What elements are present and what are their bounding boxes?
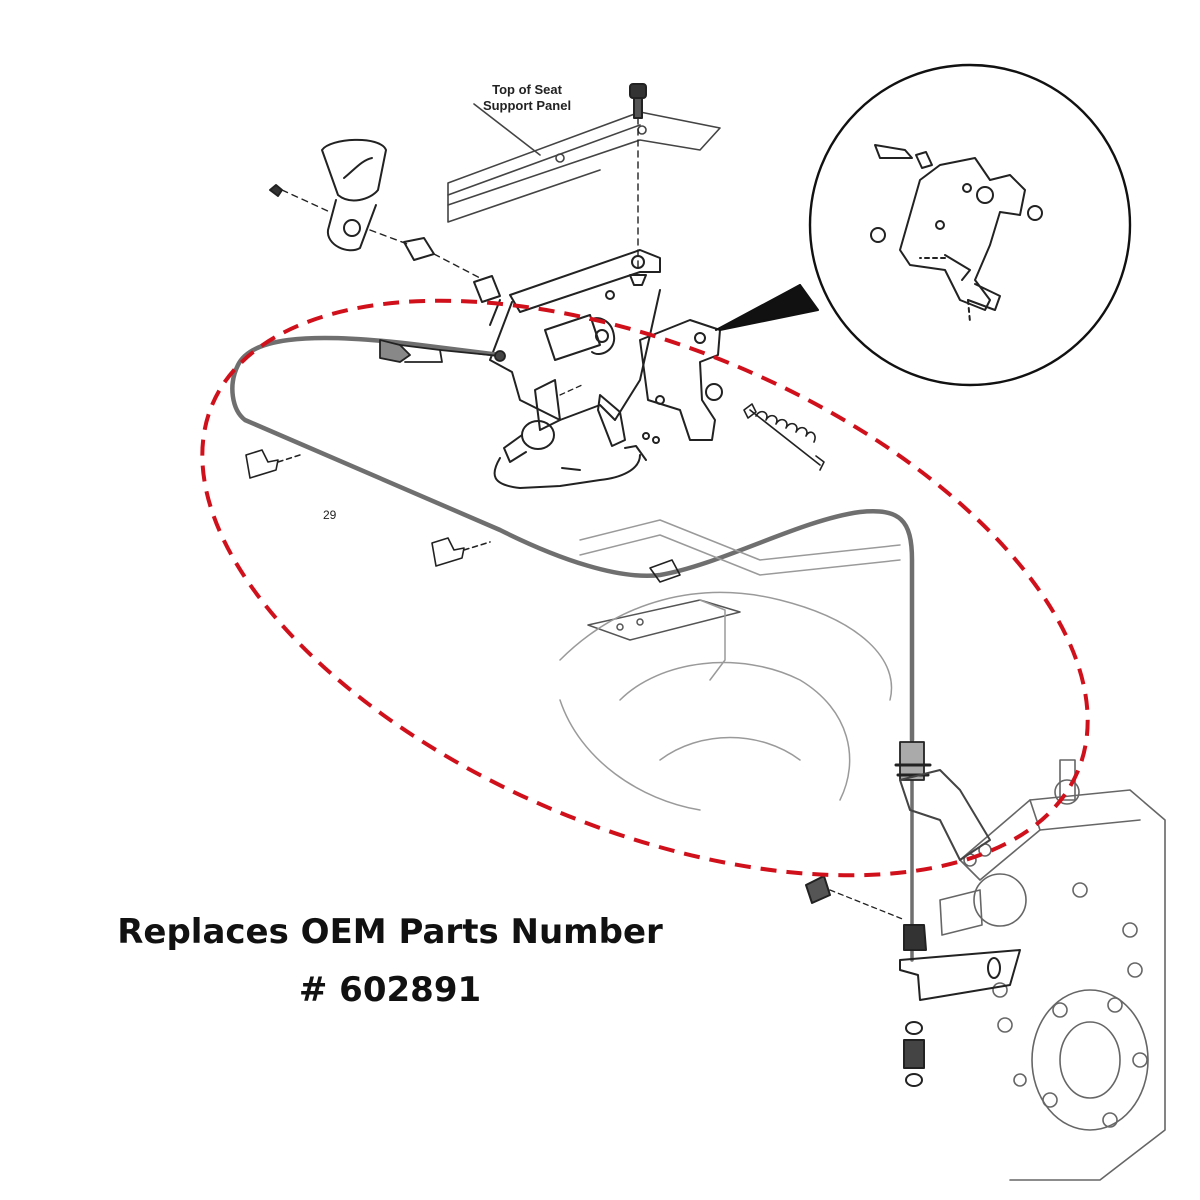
caption-line-1: Replaces OEM Parts Number <box>117 912 663 952</box>
lower-cable-bracket <box>805 769 1021 1087</box>
chassis-frame <box>559 519 901 811</box>
transaxle-housing <box>939 759 1166 1181</box>
seat-support-panel <box>447 103 721 223</box>
pedal-lever <box>269 138 501 303</box>
seat-panel-callout: Top of Seat Support Panel <box>462 82 592 114</box>
callout-line-1: Top of Seat <box>492 82 562 97</box>
highlight-ellipse <box>200 298 1090 878</box>
inset-bracket-detail <box>719 63 1132 387</box>
callout-line-2: Support Panel <box>482 98 572 113</box>
return-spring <box>743 403 825 471</box>
caption-line-2: # 602891 <box>298 970 482 1010</box>
mounting-bolt <box>629 83 647 286</box>
wheel-hub <box>1031 989 1149 1131</box>
cable-clip <box>245 449 681 583</box>
part-number-label: 29 <box>323 508 337 522</box>
cable-end-fitting <box>379 339 932 781</box>
switch-assembly <box>493 379 660 489</box>
